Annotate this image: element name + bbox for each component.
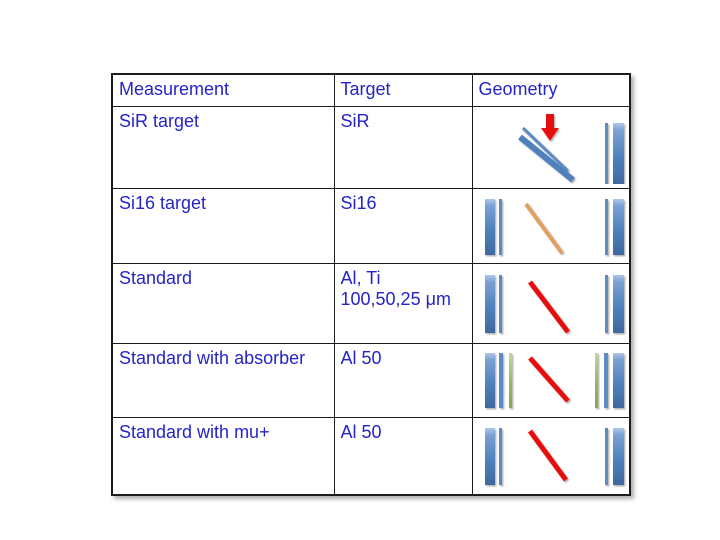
table-row-standard-absorber: Standard with absorber Al 50	[111, 342, 631, 418]
geometry-diagram-si16	[484, 198, 624, 255]
cell-geometry-absorber	[471, 342, 631, 418]
absorber-green-bar	[594, 352, 598, 408]
cell-measurement-absorber: Standard with absorber	[111, 342, 335, 418]
cell-measurement-standard: Standard	[111, 262, 335, 344]
particle-track-red	[527, 429, 568, 481]
cell-measurement-mu: Standard with mu+	[111, 416, 335, 495]
detector-thin-bar	[498, 198, 502, 255]
detector-thick-bar	[484, 198, 495, 255]
cell-target-absorber: Al 50	[333, 342, 473, 418]
cell-measurement-si16: Si16 target	[111, 187, 335, 264]
cell-target-mu: Al 50	[333, 416, 473, 495]
table-row-standard-mu: Standard with mu+ Al 50	[111, 416, 631, 495]
table-row-standard: Standard Al, Ti 100,50,25 μm	[111, 262, 631, 344]
header-geometry: Geometry	[471, 73, 631, 107]
table-header-row: Measurement Target Geometry	[111, 73, 631, 107]
detector-thick-bar	[484, 427, 495, 485]
detector-thin-bar	[604, 122, 608, 184]
particle-track-red	[527, 355, 570, 403]
particle-track-red	[527, 279, 570, 334]
detector-thin-bar	[498, 274, 502, 333]
cell-geometry-si16	[471, 187, 631, 264]
detector-thin-bar	[498, 352, 503, 408]
cell-geometry-sir	[471, 105, 631, 189]
cell-target-sir: SiR	[333, 105, 473, 189]
detector-thick-bar	[612, 427, 624, 485]
beam-arrow-icon	[540, 113, 559, 141]
cell-target-si16: Si16	[333, 187, 473, 264]
cell-geometry-standard	[471, 262, 631, 344]
cell-target-standard: Al, Ti 100,50,25 μm	[333, 262, 473, 344]
detector-thick-bar	[612, 198, 624, 255]
tilted-target-thick-bar	[517, 134, 575, 182]
detector-thin-bar	[604, 274, 608, 333]
detector-thick-bar	[612, 122, 624, 184]
tilted-target-thin-bar	[521, 126, 569, 172]
detector-thin-bar	[604, 198, 608, 255]
detector-thin-bar	[603, 352, 608, 408]
table-row-sir: SiR target SiR	[111, 105, 631, 189]
geometry-diagram-absorber	[484, 352, 624, 408]
detector-thick-bar	[612, 352, 624, 408]
particle-track-orange	[523, 202, 564, 254]
geometry-diagram-sir	[517, 113, 624, 184]
geometry-diagram-mu	[484, 427, 624, 485]
cell-geometry-mu	[471, 416, 631, 495]
absorber-green-bar	[508, 352, 512, 408]
detector-thick-bar	[484, 352, 495, 408]
geometry-diagram-standard	[484, 274, 624, 334]
header-measurement: Measurement	[111, 73, 335, 107]
measurement-table: Measurement Target Geometry SiR target S…	[111, 73, 631, 496]
detector-thick-bar	[612, 274, 624, 333]
detector-thin-bar	[604, 427, 608, 485]
detector-thick-bar	[484, 274, 495, 333]
detector-thin-bar	[498, 427, 502, 485]
table-row-si16: Si16 target Si16	[111, 187, 631, 264]
header-target: Target	[333, 73, 473, 107]
cell-measurement-sir: SiR target	[111, 105, 335, 189]
